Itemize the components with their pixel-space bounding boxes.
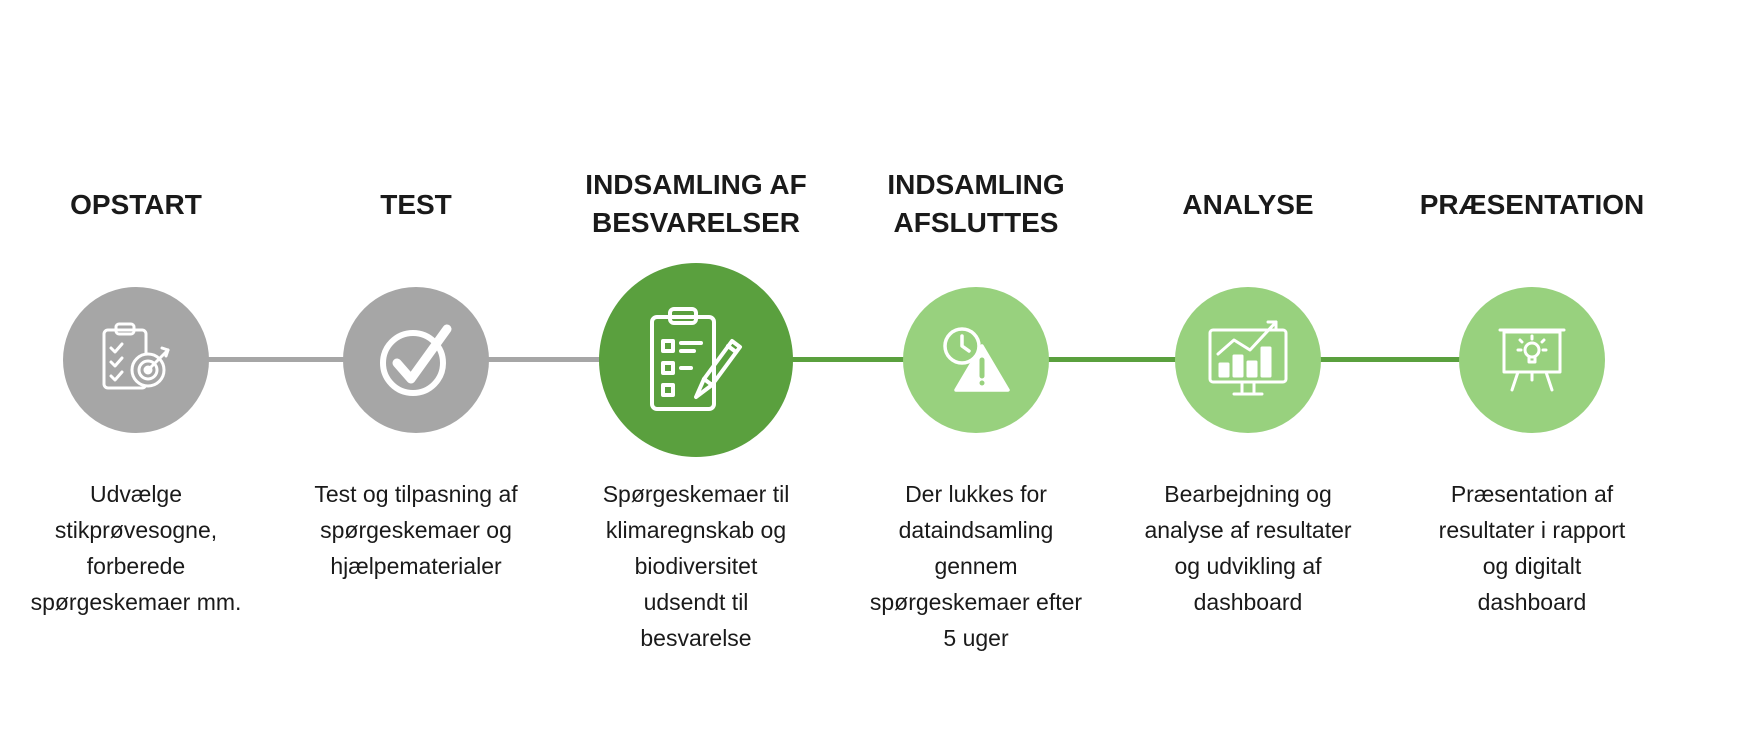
connector-analyse-praesentation xyxy=(1248,357,1532,362)
clipboard-target-icon xyxy=(102,322,170,390)
monitor-chart-icon xyxy=(1208,320,1288,396)
step-icon-circle xyxy=(903,287,1049,433)
step-description: Spørgeskemaer til klimaregnskab og biodi… xyxy=(602,481,790,651)
checkmark-circle-icon xyxy=(380,324,452,396)
connector-test-indsamling xyxy=(416,357,696,362)
step-description: Udvælge stikprøvesogne, forberede spørge… xyxy=(30,481,242,615)
step-title: OPSTART xyxy=(70,189,202,220)
step-title: TEST xyxy=(380,189,452,220)
clock-warning-icon xyxy=(943,327,1010,392)
step-icon-circle xyxy=(343,287,489,433)
step-icon-circle xyxy=(599,263,793,457)
step-title: INDSAMLING AFSLUTTES xyxy=(887,169,1065,238)
presentation-board-icon xyxy=(1498,328,1566,392)
clipboard-checklist-pen-icon xyxy=(650,307,742,411)
step-description: Bearbejdning og analyse af resultater og… xyxy=(1144,481,1352,615)
connector-opstart-test xyxy=(136,357,416,362)
step-description: Der lukkes for dataindsamling gennem spø… xyxy=(869,481,1083,651)
step-title: ANALYSE xyxy=(1182,189,1314,220)
step-title: INDSAMLING AF BESVARELSER xyxy=(585,169,807,238)
connector-indsamling-afsluttes xyxy=(696,357,976,362)
step-icon-circle xyxy=(63,287,209,433)
step-description: Præsentation af resultater i rapport og … xyxy=(1438,481,1626,615)
step-title: PRÆSENTATION xyxy=(1419,189,1645,220)
step-description: Test og tilpasning af spørgeskemaer og h… xyxy=(314,481,518,579)
step-icon-circle xyxy=(1459,287,1605,433)
step-icon-circle xyxy=(1175,287,1321,433)
connector-afsluttes-analyse xyxy=(976,357,1248,362)
